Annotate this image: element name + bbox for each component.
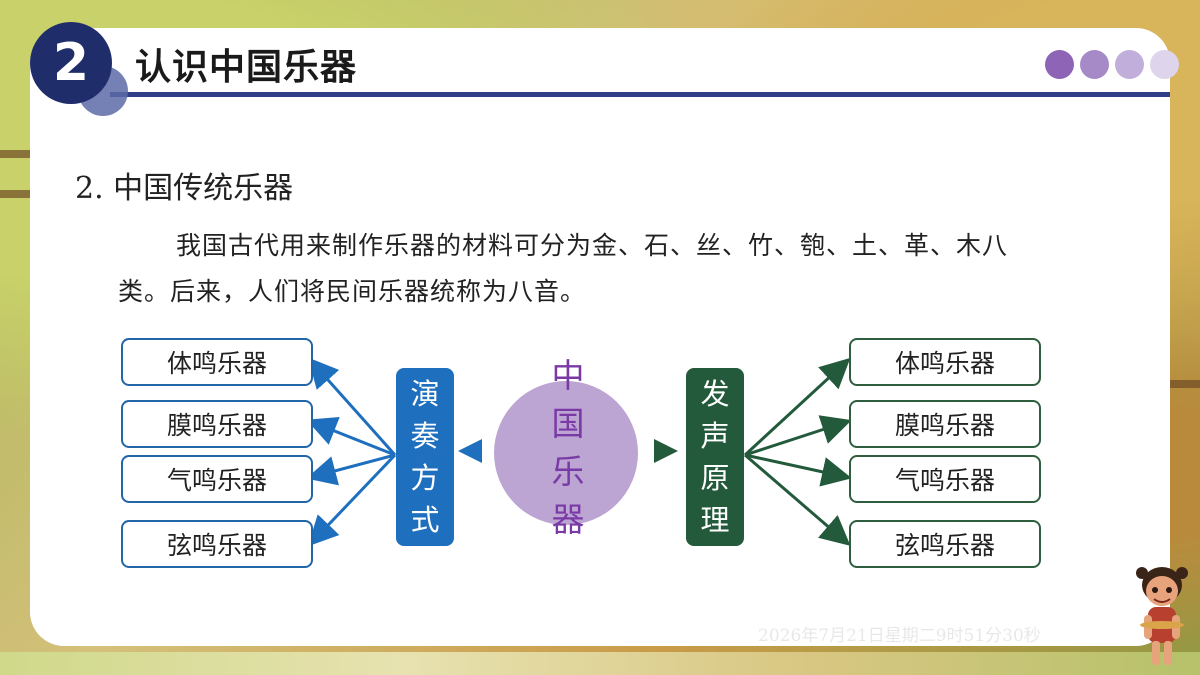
- title-underline: [110, 92, 1170, 97]
- left-item-1: 体鸣乐器: [121, 338, 313, 386]
- arrow-right-2: [744, 415, 852, 457]
- center-label-char: 乐: [551, 452, 585, 491]
- dot-1: [1045, 50, 1074, 79]
- arrow-left-1: [308, 357, 397, 456]
- center-circle: [494, 381, 638, 525]
- right-label-char: 发: [700, 377, 730, 411]
- dot-3: [1115, 50, 1144, 79]
- left-label-char: 奏: [410, 419, 440, 453]
- background-stripe: [0, 190, 40, 198]
- dot-4: [1150, 50, 1179, 79]
- center-label: 中 国 乐 器: [548, 352, 588, 544]
- right-item-4: 弦鸣乐器: [849, 520, 1041, 568]
- mascot-character-icon: [1136, 567, 1188, 665]
- right-label-char: 声: [700, 419, 730, 453]
- bottom-band: [0, 652, 1200, 675]
- performance-method-label: 演 奏 方 式: [396, 368, 454, 546]
- right-item-3: 气鸣乐器: [849, 455, 1041, 503]
- arrow-left-4: [307, 453, 397, 547]
- center-label-char: 国: [551, 404, 585, 443]
- sound-principle-label: 发 声 原 理: [686, 368, 744, 546]
- section-heading: 2. 中国传统乐器: [75, 171, 294, 206]
- datetime-stamp: 2026年7月21日星期二9时51分30秒: [758, 626, 1041, 646]
- arrow-left-3: [306, 453, 396, 486]
- arrow-right-1: [743, 357, 851, 457]
- left-label-char: 方: [410, 461, 440, 495]
- section-number-badge: 2: [30, 22, 112, 104]
- background-stripe: [1170, 380, 1200, 388]
- left-label-char: 演: [410, 377, 440, 411]
- left-label-char: 式: [410, 503, 440, 537]
- right-item-1: 体鸣乐器: [849, 338, 1041, 386]
- dot-2: [1080, 50, 1109, 79]
- center-label-char: 中: [551, 356, 585, 395]
- right-label-char: 理: [700, 503, 730, 537]
- right-item-2: 膜鸣乐器: [849, 400, 1041, 448]
- left-item-2: 膜鸣乐器: [121, 400, 313, 448]
- arrow-right-4: [744, 453, 851, 546]
- right-label-char: 原: [700, 461, 730, 495]
- right-pointer-triangle: [654, 439, 678, 463]
- background-stripe: [0, 150, 40, 158]
- page-title: 认识中国乐器: [135, 47, 358, 88]
- left-pointer-triangle: [458, 439, 482, 463]
- decorative-dots: [1045, 50, 1179, 79]
- intro-paragraph: 我国古代用来制作乐器的材料可分为金、石、丝、竹、匏、土、革、木八类。后来，人们将…: [118, 231, 1009, 306]
- arrow-left-2: [306, 416, 396, 457]
- center-label-char: 器: [551, 500, 585, 539]
- left-item-4: 弦鸣乐器: [121, 520, 313, 568]
- left-item-3: 气鸣乐器: [121, 455, 313, 503]
- arrow-right-3: [744, 453, 852, 487]
